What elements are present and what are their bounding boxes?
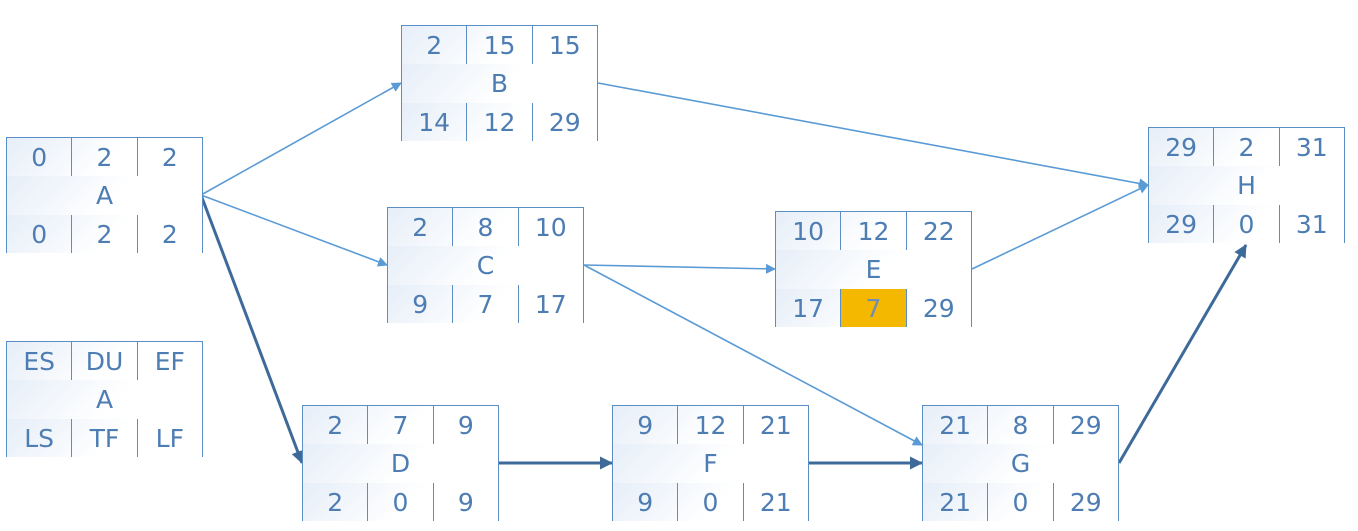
node-b-ef: 15 — [531, 26, 597, 64]
node-a-bottom-row: 0 2 2 — [7, 215, 202, 253]
node-d-lf: 9 — [432, 483, 498, 521]
node-b-tf: 12 — [466, 103, 531, 141]
activity-node-f: 9 12 21 F 9 0 21 — [612, 405, 809, 521]
legend-top-row: ES DU EF — [7, 342, 202, 381]
node-d-tf: 0 — [367, 483, 432, 521]
node-c-top-row: 2 8 10 — [388, 208, 583, 247]
legend-es-label: ES — [23, 346, 55, 376]
edge-a-d-critical — [199, 194, 304, 464]
node-f-ef: 21 — [742, 406, 808, 444]
edge-a-c — [200, 194, 388, 267]
node-d-ls: 2 — [327, 487, 344, 517]
node-g-ef: 29 — [1052, 406, 1118, 444]
node-f-tf: 0 — [677, 483, 742, 521]
node-b-du: 15 — [466, 26, 531, 64]
node-c-ef: 10 — [517, 208, 583, 246]
node-b-ls: 14 — [418, 107, 451, 137]
node-d-top-row: 2 7 9 — [303, 406, 498, 445]
node-f-ls: 9 — [637, 487, 654, 517]
node-d-ef: 9 — [432, 406, 498, 444]
node-a-es: 0 — [31, 142, 48, 172]
node-g-es: 21 — [939, 410, 972, 440]
node-g-du: 8 — [987, 406, 1052, 444]
node-d-bottom-row: 2 0 9 — [303, 483, 498, 521]
node-b-es: 2 — [426, 30, 443, 60]
node-e-bottom-row: 17 7 29 — [776, 289, 971, 327]
node-c-ls: 9 — [412, 289, 429, 319]
edge-c-g — [583, 264, 923, 446]
node-a-ef: 2 — [136, 138, 202, 176]
node-a-name: A — [7, 176, 202, 216]
node-b-lf: 29 — [531, 103, 597, 141]
node-g-lf: 29 — [1052, 483, 1118, 521]
node-g-name: G — [923, 444, 1118, 484]
legend-ef-label: EF — [136, 342, 202, 380]
node-h-top-row: 29 2 31 — [1149, 128, 1344, 167]
node-h-name: H — [1149, 166, 1344, 206]
node-e-ls: 17 — [792, 293, 825, 323]
node-c-bottom-row: 9 7 17 — [388, 285, 583, 323]
edge-a-b — [200, 82, 402, 196]
node-a-lf: 2 — [136, 215, 202, 253]
legend-tf-label: TF — [71, 419, 136, 457]
node-b-bottom-row: 14 12 29 — [402, 103, 597, 141]
node-f-lf: 21 — [742, 483, 808, 521]
node-a-ls: 0 — [31, 219, 48, 249]
edge-c-e — [583, 263, 776, 274]
node-a-du: 2 — [71, 138, 136, 176]
node-c-tf: 7 — [452, 285, 517, 323]
node-a-tf: 2 — [71, 215, 136, 253]
legend-node: ES DU EF A LS TF LF — [6, 341, 203, 457]
node-e-es: 10 — [792, 216, 825, 246]
node-e-du: 12 — [840, 212, 905, 250]
node-g-ls: 21 — [939, 487, 972, 517]
node-f-bottom-row: 9 0 21 — [613, 483, 808, 521]
node-h-tf: 0 — [1213, 205, 1278, 243]
edge-b-h — [597, 82, 1149, 189]
legend-du-label: DU — [71, 342, 136, 380]
activity-node-d: 2 7 9 D 2 0 9 — [302, 405, 499, 521]
node-h-ls: 29 — [1165, 209, 1198, 239]
node-d-es: 2 — [327, 410, 344, 440]
node-h-du: 2 — [1213, 128, 1278, 166]
node-d-name: D — [303, 444, 498, 484]
node-f-name: F — [613, 444, 808, 484]
activity-node-c: 2 8 10 C 9 7 17 — [387, 207, 584, 323]
node-g-bottom-row: 21 0 29 — [923, 483, 1118, 521]
node-e-ef: 22 — [905, 212, 971, 250]
node-g-tf: 0 — [987, 483, 1052, 521]
node-e-name: E — [776, 250, 971, 290]
node-c-name: C — [388, 246, 583, 286]
legend-bottom-row: LS TF LF — [7, 419, 202, 457]
node-e-tf-highlighted: 7 — [840, 289, 906, 327]
node-a-top-row: 0 2 2 — [7, 138, 202, 177]
node-f-es: 9 — [637, 410, 654, 440]
node-e-lf: 29 — [905, 289, 971, 327]
activity-node-b: 2 15 15 B 14 12 29 — [401, 25, 598, 141]
legend-lf-label: LF — [136, 419, 202, 457]
node-b-name: B — [402, 64, 597, 104]
legend-name-row: A — [7, 380, 202, 420]
node-b-top-row: 2 15 15 — [402, 26, 597, 65]
node-h-ef: 31 — [1278, 128, 1344, 166]
activity-node-h: 29 2 31 H 29 0 31 — [1148, 127, 1345, 243]
activity-node-a: 0 2 2 A 0 2 2 — [6, 137, 203, 253]
edge-g-h-critical — [1117, 244, 1248, 464]
node-h-lf: 31 — [1278, 205, 1344, 243]
node-f-du: 12 — [677, 406, 742, 444]
activity-node-e: 10 12 22 E 17 7 29 — [775, 211, 972, 327]
node-e-top-row: 10 12 22 — [776, 212, 971, 251]
node-f-top-row: 9 12 21 — [613, 406, 808, 445]
node-g-top-row: 21 8 29 — [923, 406, 1118, 445]
node-h-es: 29 — [1165, 132, 1198, 162]
node-c-du: 8 — [452, 208, 517, 246]
edge-e-h — [971, 184, 1149, 270]
legend-ls-label: LS — [24, 423, 55, 453]
node-h-bottom-row: 29 0 31 — [1149, 205, 1344, 243]
node-d-du: 7 — [367, 406, 432, 444]
activity-node-g: 21 8 29 G 21 0 29 — [922, 405, 1119, 521]
node-c-es: 2 — [412, 212, 429, 242]
node-c-lf: 17 — [517, 285, 583, 323]
